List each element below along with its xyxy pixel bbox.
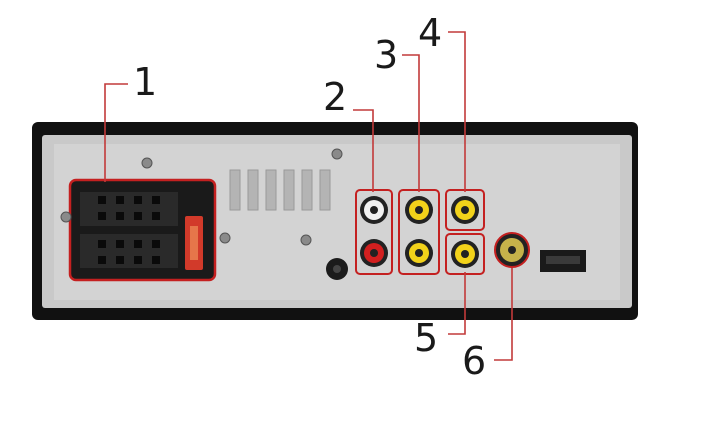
- aux-jack: [326, 258, 348, 280]
- leader-6: [494, 268, 513, 361]
- leader-1: [104, 83, 128, 182]
- leader-2: [353, 109, 374, 192]
- panel-screws: [60, 148, 343, 246]
- callout-3: 3: [374, 33, 398, 77]
- rca-video-group: [398, 189, 440, 275]
- callout-4: 4: [418, 11, 442, 55]
- leader-4: [448, 31, 466, 192]
- leader-lines: [104, 31, 513, 361]
- iso-connector: [68, 178, 217, 282]
- rca-socket-5: [445, 233, 485, 275]
- callout-2: 2: [323, 75, 347, 119]
- leader-3: [402, 54, 420, 192]
- leader-5: [448, 272, 466, 335]
- callout-6: 6: [462, 339, 486, 383]
- antenna-socket: [494, 232, 530, 268]
- callout-5: 5: [414, 316, 438, 360]
- heatsink-vents: [229, 169, 331, 211]
- usb-port: [540, 250, 586, 272]
- callout-1: 1: [133, 60, 157, 104]
- rca-audio-output-group: [355, 189, 393, 275]
